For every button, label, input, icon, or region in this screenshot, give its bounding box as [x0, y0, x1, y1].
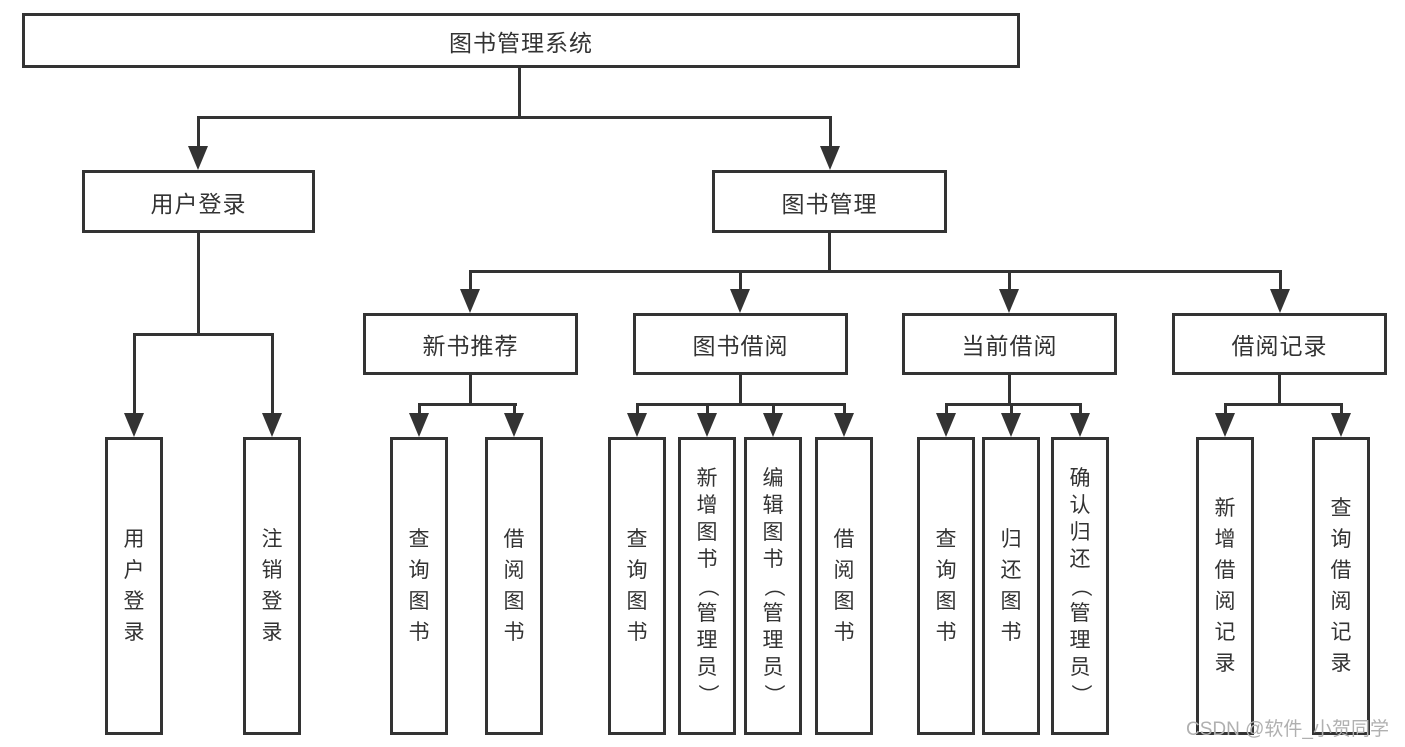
arrow-new-book	[460, 289, 480, 313]
connector-g5-hline	[1224, 403, 1343, 406]
arrow-borrow-records	[1270, 289, 1290, 313]
leaf-edit-books-admin-label: 编辑图书（管理员）	[761, 466, 785, 705]
connector-g2-stem	[469, 375, 472, 406]
connector-g2-drop1	[418, 403, 421, 414]
leaf-return-books-label: 归还图书	[1000, 528, 1022, 644]
leaf-add-books-admin: 新增图书（管理员）	[678, 437, 736, 735]
connector-drop-borrow-records	[1279, 270, 1282, 291]
leaf-rec-borrow-books: 借阅图书	[485, 437, 543, 735]
arrow-user-login	[188, 146, 208, 170]
node-book-management-label: 图书管理	[781, 190, 878, 217]
arrow-book-mgmt	[820, 146, 840, 170]
connector-drop-book-mgmt	[829, 116, 832, 147]
node-borrowing-records-label: 借阅记录	[1231, 333, 1328, 359]
leaf-logout: 注销登录	[243, 437, 301, 735]
arrow-g2-borrow-books	[504, 413, 524, 437]
node-book-borrowing-label: 图书借阅	[692, 333, 789, 359]
connector-g4-hline	[945, 403, 1082, 406]
node-current-borrowing-label: 当前借阅	[961, 333, 1058, 359]
node-new-book-recommend-label: 新书推荐	[422, 333, 519, 359]
connector-drop-book-borrow	[739, 270, 742, 291]
node-book-borrowing: 图书借阅	[633, 313, 848, 375]
leaf-query-borrow-record: 查询借阅记录	[1312, 437, 1370, 735]
arrow-g4-query-books	[936, 413, 956, 437]
connector-g4-drop1	[945, 403, 948, 414]
connector-g5-drop2	[1340, 403, 1343, 414]
node-new-book-recommend: 新书推荐	[363, 313, 578, 375]
connector-drop-new-book	[469, 270, 472, 291]
leaf-add-books-admin-label: 新增图书（管理员）	[695, 466, 719, 705]
leaf-borrow-query-books-label: 查询图书	[626, 528, 648, 644]
connector-userlogin-stem	[197, 233, 200, 336]
node-borrowing-records: 借阅记录	[1172, 313, 1387, 375]
arrow-g4-return-books	[1001, 413, 1021, 437]
connector-g3-drop4	[843, 403, 846, 414]
leaf-borrow-query-books: 查询图书	[608, 437, 666, 735]
connector-root-hline	[197, 116, 832, 119]
leaf-rec-query-books: 查询图书	[390, 437, 448, 735]
arrow-g3-query-books	[627, 413, 647, 437]
connector-bookmgmt-hline	[469, 270, 1282, 273]
leaf-rec-borrow-books-label: 借阅图书	[503, 528, 525, 644]
node-library-system: 图书管理系统	[22, 13, 1020, 68]
connector-g3-drop2	[706, 403, 709, 414]
leaf-edit-books-admin: 编辑图书（管理员）	[744, 437, 802, 735]
arrow-g3-edit-books	[763, 413, 783, 437]
arrow-g2-query-books	[409, 413, 429, 437]
connector-drop-leaf-logout	[271, 333, 274, 414]
connector-bookmgmt-stem	[828, 233, 831, 273]
arrow-g5-query-record	[1331, 413, 1351, 437]
leaf-current-query-books-label: 查询图书	[935, 528, 957, 644]
connector-drop-user-login	[197, 116, 200, 147]
node-user-login-label: 用户登录	[150, 190, 247, 217]
leaf-confirm-return-admin: 确认归还（管理员）	[1051, 437, 1109, 735]
connector-g4-drop2	[1010, 403, 1013, 414]
connector-drop-leaf-login	[133, 333, 136, 414]
leaf-query-borrow-record-label: 查询借阅记录	[1330, 497, 1352, 675]
leaf-return-books: 归还图书	[982, 437, 1040, 735]
leaf-add-borrow-record-label: 新增借阅记录	[1214, 497, 1236, 675]
leaf-borrow-books-label: 借阅图书	[833, 528, 855, 644]
leaf-logout-label: 注销登录	[261, 528, 283, 644]
leaf-user-login-label: 用户登录	[123, 528, 145, 644]
node-book-management: 图书管理	[712, 170, 947, 233]
connector-g2-hline	[418, 403, 517, 406]
arrow-g4-confirm-return	[1070, 413, 1090, 437]
arrow-g3-add-books	[697, 413, 717, 437]
leaf-user-login: 用户登录	[105, 437, 163, 735]
node-current-borrowing: 当前借阅	[902, 313, 1117, 375]
connector-g4-stem	[1008, 375, 1011, 406]
csdn-watermark: CSDN @软件_小贺同学	[1186, 719, 1389, 740]
arrow-book-borrow	[730, 289, 750, 313]
connector-g3-hline	[636, 403, 846, 406]
arrow-g3-borrow-books	[834, 413, 854, 437]
node-library-system-label: 图书管理系统	[449, 29, 593, 56]
arrow-g5-add-record	[1215, 413, 1235, 437]
connector-g5-stem	[1278, 375, 1281, 406]
arrow-leaf-login	[124, 413, 144, 437]
connector-drop-current-borrow	[1008, 270, 1011, 291]
connector-g3-drop1	[636, 403, 639, 414]
connector-root-stem	[518, 68, 521, 118]
connector-g4-drop3	[1079, 403, 1082, 414]
arrow-current-borrow	[999, 289, 1019, 313]
connector-g2-drop2	[513, 403, 516, 414]
connector-g3-drop3	[772, 403, 775, 414]
leaf-confirm-return-admin-label: 确认归还（管理员）	[1068, 466, 1092, 705]
leaf-add-borrow-record: 新增借阅记录	[1196, 437, 1254, 735]
node-user-login: 用户登录	[82, 170, 315, 233]
connector-g5-drop1	[1224, 403, 1227, 414]
arrow-leaf-logout	[262, 413, 282, 437]
connector-g3-stem	[739, 375, 742, 406]
leaf-borrow-books: 借阅图书	[815, 437, 873, 735]
connector-userlogin-hline	[133, 333, 274, 336]
leaf-current-query-books: 查询图书	[917, 437, 975, 735]
leaf-rec-query-books-label: 查询图书	[408, 528, 430, 644]
